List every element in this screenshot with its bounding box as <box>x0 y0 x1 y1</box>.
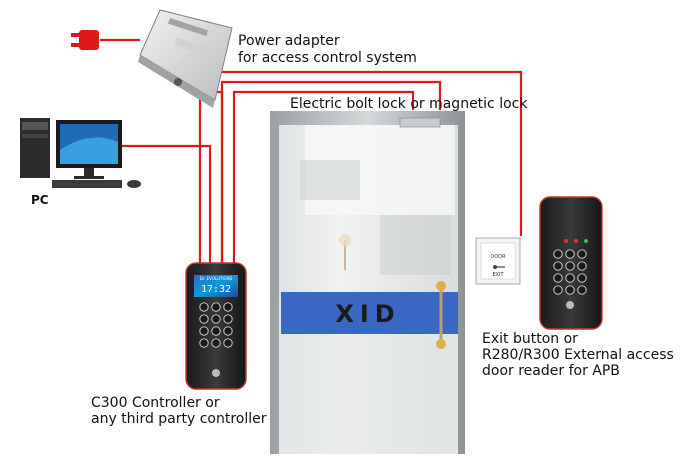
reader-key-6 <box>578 262 586 270</box>
power-adapter-label-line2: for access control system <box>238 50 417 66</box>
pc-label: PC <box>31 192 49 208</box>
reader-key-7 <box>554 274 562 282</box>
exit-label-line1: Exit button or <box>482 331 578 347</box>
reader-key-3 <box>578 250 586 258</box>
exit-label-line3: door reader for APB <box>482 363 620 379</box>
controller-key-1 <box>200 303 208 311</box>
reader-key-2 <box>566 250 574 258</box>
controller-key-8 <box>212 327 220 335</box>
exit-button-bottom-text: EXIT <box>492 272 504 278</box>
reader-key-0 <box>566 286 574 294</box>
pc-icon <box>20 118 141 188</box>
reader-key-star <box>554 286 562 294</box>
controller-time: 17:32 <box>201 284 231 295</box>
controller-key-5 <box>212 315 220 323</box>
controller-key-0 <box>212 339 220 347</box>
lock-label: Electric bolt lock or magnetic lock <box>290 96 527 112</box>
controller-label-line2: any third party controller <box>91 411 267 427</box>
reader-key-hash <box>578 286 586 294</box>
controller-key-9 <box>224 327 232 335</box>
controller-header: Dr. EVOLUTIONS <box>200 276 233 281</box>
reader-key-5 <box>566 262 574 270</box>
power-adapter-icon <box>138 10 232 108</box>
controller-key-7 <box>200 327 208 335</box>
controller-key-6 <box>224 315 232 323</box>
controller-key-star <box>200 339 208 347</box>
controller-key-2 <box>212 303 220 311</box>
c300-controller-icon <box>186 263 246 389</box>
controller-key-3 <box>224 303 232 311</box>
reader-key-8 <box>566 274 574 282</box>
power-adapter-label-line1: Power adapter <box>238 33 340 49</box>
controller-key-4 <box>200 315 208 323</box>
power-plug-icon <box>71 30 99 50</box>
controller-key-hash <box>224 339 232 347</box>
exit-button-top-text: DOOR <box>490 254 506 260</box>
exit-label-line2: R280/R300 External access <box>482 347 674 363</box>
external-reader-icon <box>540 197 602 329</box>
glass-door <box>270 111 465 454</box>
door-brand-text: XID <box>335 300 400 328</box>
reader-key-4 <box>554 262 562 270</box>
reader-key-1 <box>554 250 562 258</box>
reader-key-9 <box>578 274 586 282</box>
controller-label-line1: C300 Controller or <box>91 395 220 411</box>
